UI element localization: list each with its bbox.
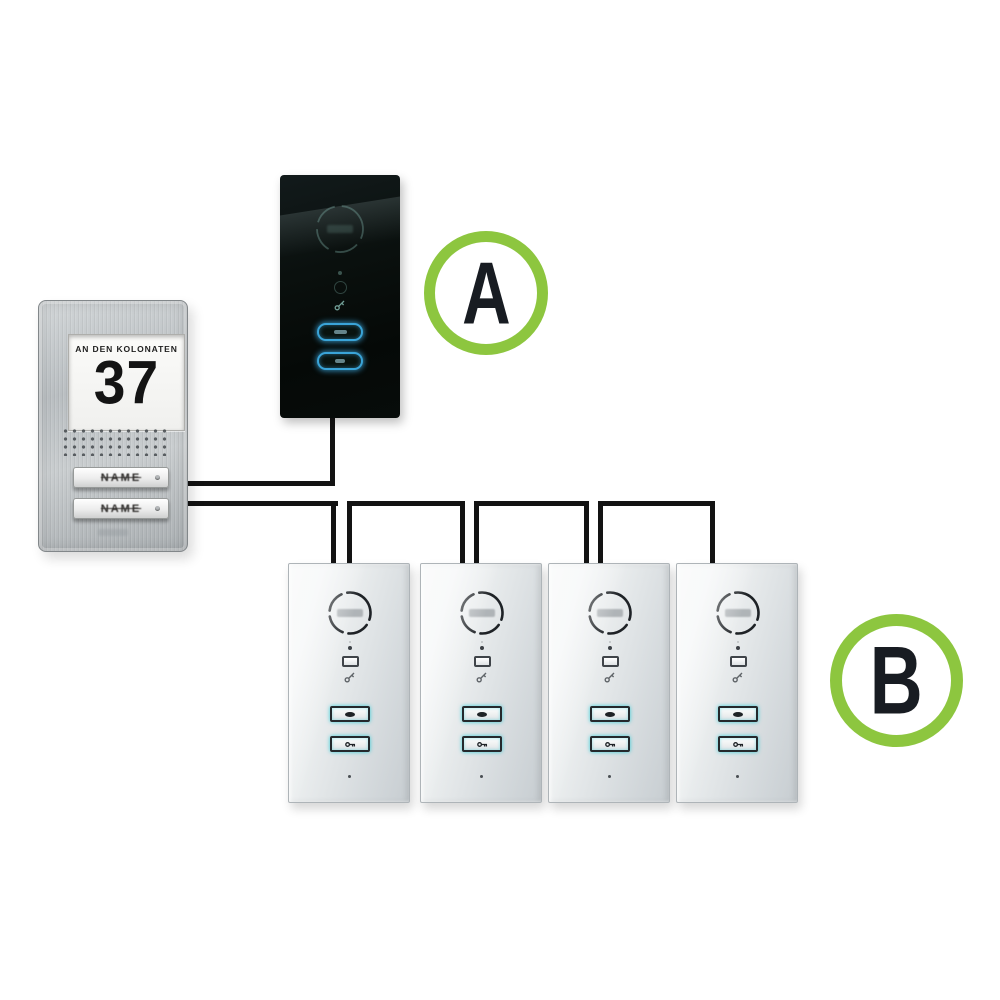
brand-logo: [337, 609, 363, 617]
wire-link3-right-drop: [710, 501, 715, 565]
led-dot-icon: [736, 646, 740, 650]
door-icon: [730, 656, 747, 667]
door-icon: [474, 656, 491, 667]
mic-hole-icon: [608, 775, 611, 778]
wire-link3-left-rise: [598, 501, 603, 565]
brand-logo: [469, 609, 495, 617]
door-key-icon: [732, 741, 743, 747]
key-icon: [732, 670, 744, 688]
call-button-1-label: NAME: [100, 471, 142, 484]
street-name-text: AN DEN KOLONATEN: [75, 344, 178, 354]
wire-link3-horizontal: [598, 501, 715, 506]
talk-icon: [345, 711, 355, 717]
key-icon: [604, 670, 616, 688]
wire-link1-right-drop: [460, 501, 465, 565]
indoor-unit-b: [288, 563, 410, 803]
talk-button: [317, 323, 363, 341]
talk-button: [462, 706, 502, 722]
door-key-icon: [604, 741, 615, 747]
talk-icon: [333, 330, 347, 334]
call-button-2-label: NAME: [100, 502, 142, 515]
screw-head-icon: [155, 475, 160, 480]
zone-b-label: B: [869, 626, 924, 735]
wire-link2-left-rise: [474, 501, 479, 565]
talk-button: [330, 706, 370, 722]
talk-button: [590, 706, 630, 722]
speaker-ring-icon: [314, 203, 366, 255]
speaker-ring-icon: [327, 590, 373, 636]
wire-link1-left-rise: [347, 501, 352, 565]
door-icon: [342, 656, 359, 667]
door-key-icon: [476, 741, 487, 747]
mic-hole-icon: [736, 775, 739, 778]
led-dot-icon: [480, 646, 484, 650]
call-button-2: NAME: [73, 498, 169, 519]
door-open-button: [590, 736, 630, 752]
door-key-icon: [344, 741, 355, 747]
door-open-button: [330, 736, 370, 752]
zone-a-label: A: [461, 243, 511, 343]
wire-unit-a-drop: [330, 416, 335, 484]
door-icon: [602, 656, 619, 667]
key-icon: [280, 299, 400, 311]
wire-link1-horizontal: [347, 501, 465, 506]
talk-button: [718, 706, 758, 722]
speaker-ring-icon: [459, 590, 505, 636]
indoor-unit-b: [676, 563, 798, 803]
call-button-1: NAME: [73, 467, 169, 488]
key-icon: [476, 670, 488, 688]
house-number-text: 37: [93, 348, 160, 418]
door-open-button: [317, 352, 363, 370]
brand-logo: [98, 529, 128, 536]
indoor-unit-b: [548, 563, 670, 803]
key-icon: [344, 670, 356, 688]
indoor-unit-a: [280, 175, 400, 418]
speaker-ring-icon: [715, 590, 761, 636]
brand-logo: [597, 609, 623, 617]
speaker-grille-icon: [59, 425, 171, 456]
wire-link2-horizontal: [474, 501, 589, 506]
mic-hole-icon: [480, 775, 483, 778]
talk-icon: [605, 711, 615, 717]
wire-unit-b1-drop: [331, 501, 336, 565]
street-sign: AN DEN KOLONATEN 37: [68, 334, 185, 431]
led-dot-icon: [348, 646, 352, 650]
outdoor-door-station: AN DEN KOLONATEN 37 NAME NAME: [38, 300, 188, 552]
talk-icon: [477, 711, 487, 717]
door-key-icon: [335, 359, 345, 363]
speaker-ring-icon: [587, 590, 633, 636]
indoor-unit-b: [420, 563, 542, 803]
wire-link2-right-drop: [584, 501, 589, 565]
brand-logo: [725, 609, 751, 617]
screw-head-icon: [155, 506, 160, 511]
door-open-button: [718, 736, 758, 752]
status-ring-icon: [280, 281, 400, 294]
led-dot-icon: [608, 646, 612, 650]
led-dot-icon: [280, 271, 400, 275]
door-open-button: [462, 736, 502, 752]
mic-hole-icon: [348, 775, 351, 778]
brand-logo: [327, 225, 353, 233]
zone-a-badge: A: [424, 231, 548, 355]
talk-icon: [733, 711, 743, 717]
wire-bus-upper: [184, 481, 335, 486]
wire-bus-lower: [184, 501, 338, 506]
zone-b-badge: B: [830, 614, 963, 747]
